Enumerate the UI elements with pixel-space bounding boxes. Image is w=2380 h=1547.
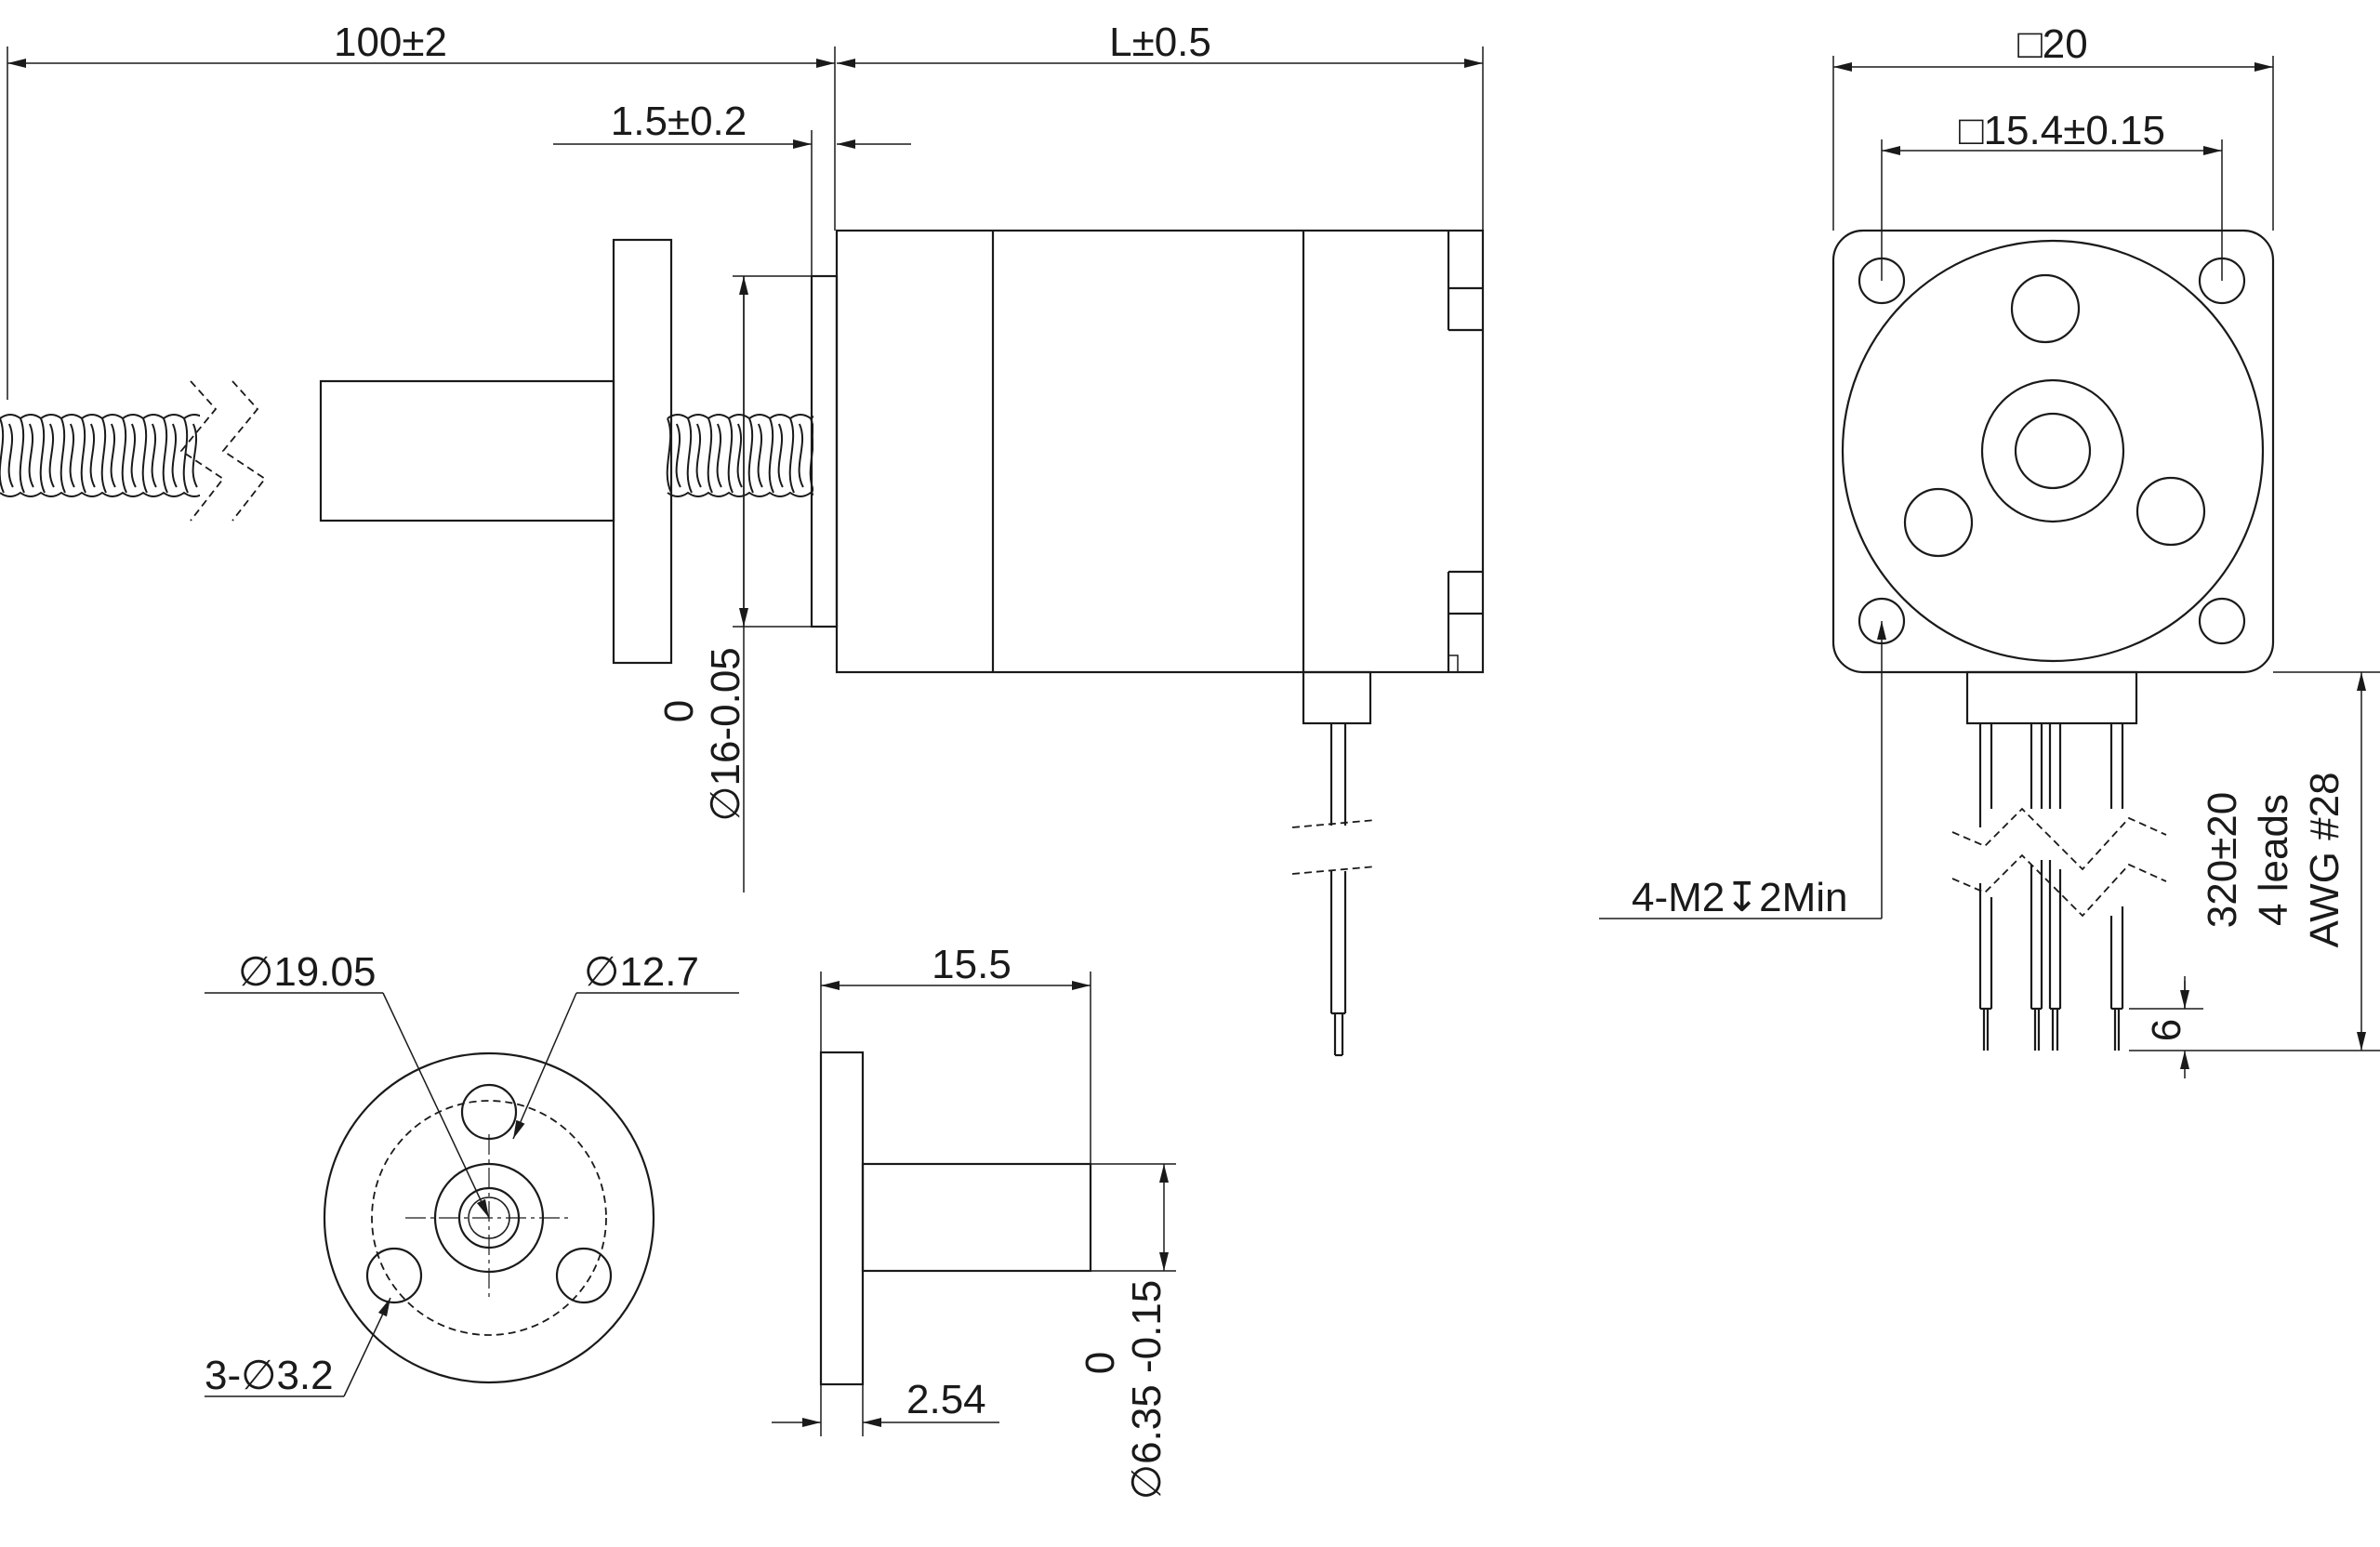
nut-body-dia-upper: 0 <box>1078 1352 1123 1374</box>
nut-flange-outline <box>323 1051 655 1384</box>
motor-leads-front <box>1951 723 2167 1051</box>
dim-nut-flange-dia: ∅19.05 <box>205 949 490 1219</box>
pilot-dia-upper: 0 <box>656 700 702 722</box>
hole-pitch-label: □15.4±0.15 <box>1959 108 2165 153</box>
nut-body-dia-label: ∅6.35 -0.15 <box>1124 1280 1170 1500</box>
lead-screw-right <box>666 414 813 497</box>
hub-inner <box>2014 412 2092 490</box>
nut-flange <box>612 238 673 665</box>
pilot-height-label: 1.5±0.2 <box>611 99 747 144</box>
lead-strip-label: 6 <box>2144 1019 2189 1041</box>
motor-face-circle <box>1841 239 2265 663</box>
dim-pilot-diameter: 0 ∅16-0.05 <box>656 275 812 892</box>
dim-hole-pitch: □15.4±0.15 <box>1881 108 2223 281</box>
nut-flange-thk-label: 2.54 <box>906 1377 986 1422</box>
nut-side-body <box>861 1162 1092 1273</box>
dim-mount-holes: 4-M2↧2Min <box>1599 621 1886 920</box>
dim-screw-length: 100±2 <box>7 20 836 400</box>
dim-motor-length: L±0.5 <box>837 20 1484 231</box>
nut-bolt-circle-label: ∅12.7 <box>584 949 699 995</box>
pilot-boss <box>810 274 839 628</box>
nut-flange-dia-label: ∅19.05 <box>238 949 376 995</box>
nut-hole-top <box>460 1083 518 1141</box>
lead-outlet-front <box>1965 670 2138 725</box>
lead-screw-left <box>0 414 200 497</box>
face-boss-right <box>2135 476 2206 547</box>
screw-break-mark <box>179 380 225 522</box>
motor-leads-side <box>1291 723 1377 1057</box>
nut-hole-left <box>365 1247 423 1304</box>
dim-nut-body-dia: 0 ∅6.35 -0.15 <box>1078 1163 1176 1500</box>
lead-count-label: 4 leads <box>2251 794 2296 926</box>
dim-nut-holes: 3-∅3.2 <box>205 1297 391 1398</box>
nut-side-flange <box>819 1051 865 1386</box>
nut-side-view: 15.5 2.54 0 ∅6.35 -0.15 <box>772 942 1176 1500</box>
nut-length-label: 15.5 <box>932 942 1012 987</box>
lead-length-label: 320±20 <box>2200 792 2245 929</box>
screw-length-label: 100±2 <box>334 20 447 65</box>
mount-hole-br <box>2198 597 2246 645</box>
dim-nut-bolt-circle: ∅12.7 <box>512 949 739 1140</box>
face-boss-left <box>1903 487 1974 558</box>
lead-awg-label: AWG #28 <box>2302 772 2347 947</box>
pilot-dia-label: ∅16-0.05 <box>703 647 748 822</box>
nut-body <box>319 379 615 522</box>
nut-bolt-circle <box>371 1100 607 1336</box>
face-boss-top <box>2010 273 2081 344</box>
front-view: □20 □15.4±0.15 4-M2↧2Min 320±20 4 leads … <box>1599 21 2380 1078</box>
nut-front-view: ∅19.05 ∅12.7 3-∅3.2 <box>205 949 739 1398</box>
dim-nut-length: 15.5 <box>820 942 1091 1164</box>
dim-lead-strip: 6 <box>2144 976 2189 1078</box>
hub-outer <box>1980 378 2125 523</box>
square-size-label: □20 <box>2017 21 2088 67</box>
dim-pilot-height: 1.5±0.2 <box>553 99 911 276</box>
side-view: 100±2 L±0.5 1.5±0.2 0 ∅16-0.05 <box>0 20 1485 1057</box>
motor-body <box>835 229 1485 674</box>
mount-holes-label: 4-M2↧2Min <box>1632 875 1847 920</box>
dim-lead-length: 320±20 4 leads AWG #28 <box>2129 671 2380 1051</box>
dim-square-size: □20 <box>1832 21 2274 231</box>
motor-length-label: L±0.5 <box>1109 20 1211 65</box>
lead-outlet <box>1302 670 1372 725</box>
nut-holes-label: 3-∅3.2 <box>205 1353 334 1398</box>
nut-hole-right <box>555 1247 613 1304</box>
dim-nut-flange-thk: 2.54 <box>772 1377 999 1436</box>
